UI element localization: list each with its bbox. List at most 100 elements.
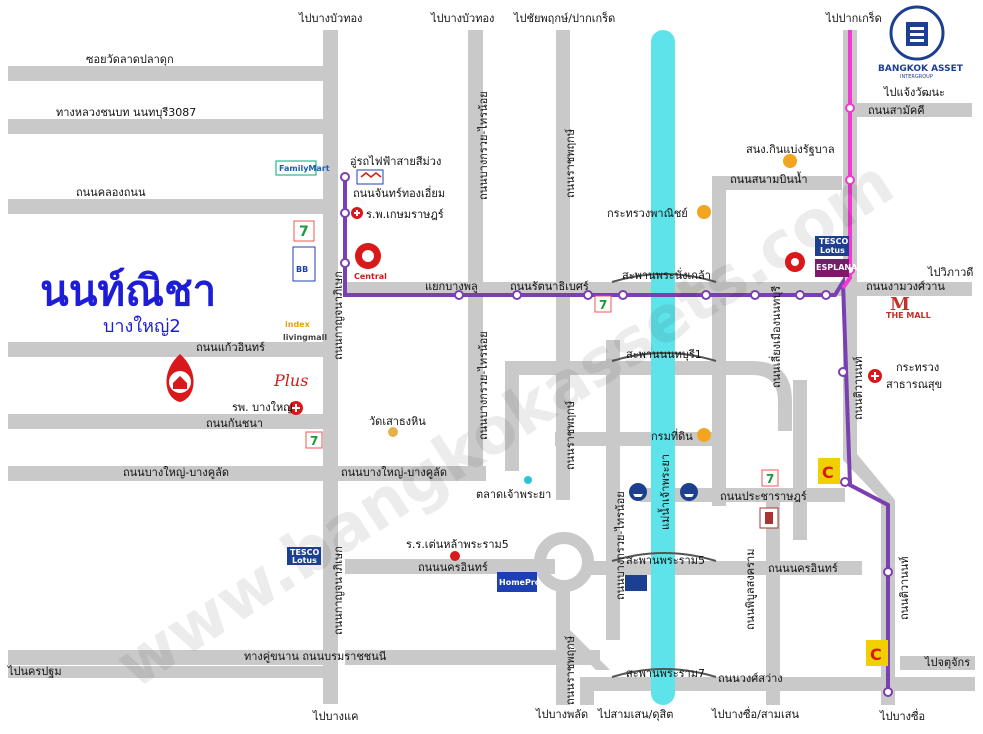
label-lottery-office: สนง.กินแบ่งรัฐบาล	[746, 143, 835, 156]
station-dot	[750, 290, 760, 300]
road-parallel-left	[8, 650, 330, 665]
label-nakhon-in-left: ถนนนครอินทร์	[418, 561, 488, 574]
label-top-bangbuathong-1: ไปบางบัวทอง	[298, 12, 362, 25]
label-pracharat: ถนนประชาราษฎร์	[720, 490, 807, 503]
road-curve-tiwanon-link	[843, 454, 895, 500]
label-kanchana: ถนนกันชนา	[206, 417, 263, 430]
label-yaek-bangphlu: แยกบางพลู	[425, 280, 478, 293]
label-talad-chaophraya: ตลาดเจ้าพระยา	[476, 488, 551, 501]
bridge-rama5-arc	[611, 552, 717, 562]
label-ratchaphruek-3: ถนนราชพฤกษ์	[564, 636, 577, 705]
road-network	[8, 30, 975, 705]
central-text: Central	[354, 272, 387, 281]
station-dot	[840, 477, 850, 487]
road-bangyai-bangkhlat	[8, 466, 486, 481]
bridge-rama7-arc	[611, 668, 717, 678]
road-liang-lower	[793, 380, 807, 540]
road-to-nakhonpathom	[8, 666, 330, 678]
market-icon	[524, 476, 532, 484]
station-dot	[618, 290, 628, 300]
road-soi-watladpladuk	[8, 66, 331, 81]
label-bangkruai-sainoi-2: ถนนบางกรวย-ไทรน้อย	[477, 331, 490, 440]
place-labels: อู่รถไฟฟ้าสายสีม่วง ร.พ.เกษมราษฎร์ รพ. บ…	[232, 143, 942, 551]
tesco-lotus-logo-small	[625, 575, 647, 591]
seven-eleven-icon	[293, 220, 315, 242]
bb-text: BB	[296, 265, 308, 274]
road-labels: ไปบางบัวทอง ไปบางบัวทอง ไปชัยพฤกษ์/ปากเก…	[7, 11, 973, 723]
bigc-icon	[818, 458, 840, 484]
label-to-samsen-dusit: ไปสามเสน/ดุสิต	[597, 708, 673, 721]
road-curve-bottom	[556, 630, 610, 670]
road-top-right	[712, 176, 842, 190]
label-chaeng-watthana: ไปแจ้งวัฒนะ	[883, 86, 945, 99]
svg-text:C: C	[822, 463, 834, 482]
themall-logo: M	[890, 294, 910, 315]
label-top-bangbuathong-2: ไปบางบัวทอง	[430, 12, 494, 25]
livingmall-logo: livingmall	[283, 333, 327, 342]
station-dot	[821, 290, 831, 300]
label-to-chatuchak: ไปจตุจักร	[924, 656, 970, 669]
home-icon	[173, 376, 187, 389]
label-chan-thongiam: ถนนจันทร์ทองเอี่ยม	[353, 185, 445, 200]
label-tiwanon-2: ถนนติวานนท์	[898, 557, 911, 621]
station-dot	[340, 258, 350, 268]
bigc-icon	[866, 640, 888, 666]
station-dot	[845, 175, 855, 185]
purple-line	[340, 172, 893, 697]
station-dot	[454, 290, 464, 300]
station-dot	[340, 172, 350, 182]
poi-icons: FamilyMart 7 BB Central index livingmall…	[273, 154, 931, 666]
road-ratchaphruek-top	[556, 30, 570, 500]
label-bridge-rama7: สะพานพระราม7	[626, 667, 705, 680]
pink-line	[841, 30, 855, 290]
label-to-bangsue: ไปบางซื่อ	[879, 708, 925, 723]
label-ratchaphruek-2: ถนนราชพฤกษ์	[564, 401, 577, 470]
label-top-chaiyaphruek: ไปชัยพฤกษ์/ปากเกร็ด	[513, 11, 615, 25]
road-bottom-left-stub	[580, 677, 594, 705]
tesco-lotus-logo	[287, 547, 321, 565]
seven-eleven-icon	[305, 431, 323, 449]
label-samakkhi: ถนนสามัคคี	[868, 104, 925, 117]
label-bangyai-bangkhlat-mid: ถนนบางใหญ่-บางคูลัด	[341, 466, 447, 479]
station-dot	[883, 687, 893, 697]
road-highway-3087	[8, 119, 331, 134]
familymart-text: FamilyMart	[279, 164, 330, 173]
tesco-text-2: TESCO	[819, 237, 849, 246]
label-bridge-nonthaburi1: สะพานนนทบุรี1	[626, 348, 702, 361]
themall-text: THE MALL	[886, 311, 931, 320]
road-samakkhi	[852, 103, 972, 117]
land-dept-icon	[697, 428, 711, 442]
label-highway-3087: ทางหลวงชนบท นนทบุรี3087	[56, 106, 196, 119]
label-ngamwongwan: ถนนงามวงศ์วาน	[866, 280, 945, 293]
label-ministry-health-2: สาธารณสุข	[886, 378, 942, 391]
label-bangkruai-sainoi-1: ถนนบางกรวย-ไทรน้อย	[477, 91, 490, 200]
road-bangkruai-sainoi	[468, 30, 483, 470]
homepro-logo	[497, 572, 537, 592]
road-curve-nonthaburi1	[712, 361, 792, 431]
label-depot: อู่รถไฟฟ้าสายสีม่วง	[350, 155, 441, 168]
svg-text:C: C	[870, 645, 882, 664]
label-school: ร.ร.เต่นหล้าพระราม5	[406, 538, 509, 551]
brand-sub: INTERGROUP	[900, 74, 933, 80]
bridge-nonthaburi1-arc	[611, 352, 717, 362]
svg-text:7: 7	[599, 298, 607, 312]
bb-logo	[292, 246, 316, 282]
label-soi-watladpladuk: ซอยวัดลาดปลาดุก	[86, 53, 174, 66]
lotus-text: Lotus	[292, 556, 317, 565]
tesco-lotus-logo	[815, 236, 849, 256]
brand-name: BANGKOK ASSET	[878, 64, 964, 74]
label-wongsawang: ถนนวงศ์สว่าง	[718, 672, 783, 685]
station-dot	[701, 290, 711, 300]
label-ministry-commerce: กระทรวงพาณิชย์	[607, 207, 688, 220]
index-logo: index	[285, 320, 311, 329]
label-to-nakhonpathom: ไปนครปฐม	[7, 665, 62, 678]
label-land-dept: กรมที่ดิน	[651, 428, 693, 443]
lottery-office-icon	[783, 154, 797, 168]
label-to-bangphlat: ไปบางพลัด	[535, 708, 588, 721]
label-to-bangkhae: ไปบางแค	[312, 710, 359, 723]
plus-logo: Plus	[273, 371, 308, 390]
svg-text:7: 7	[299, 224, 309, 240]
station-dot	[838, 367, 848, 377]
label-bangkruai-sainoi-3: ถนนบางกรวย-ไทรน้อย	[614, 491, 627, 600]
road-kaew-in	[8, 342, 331, 357]
